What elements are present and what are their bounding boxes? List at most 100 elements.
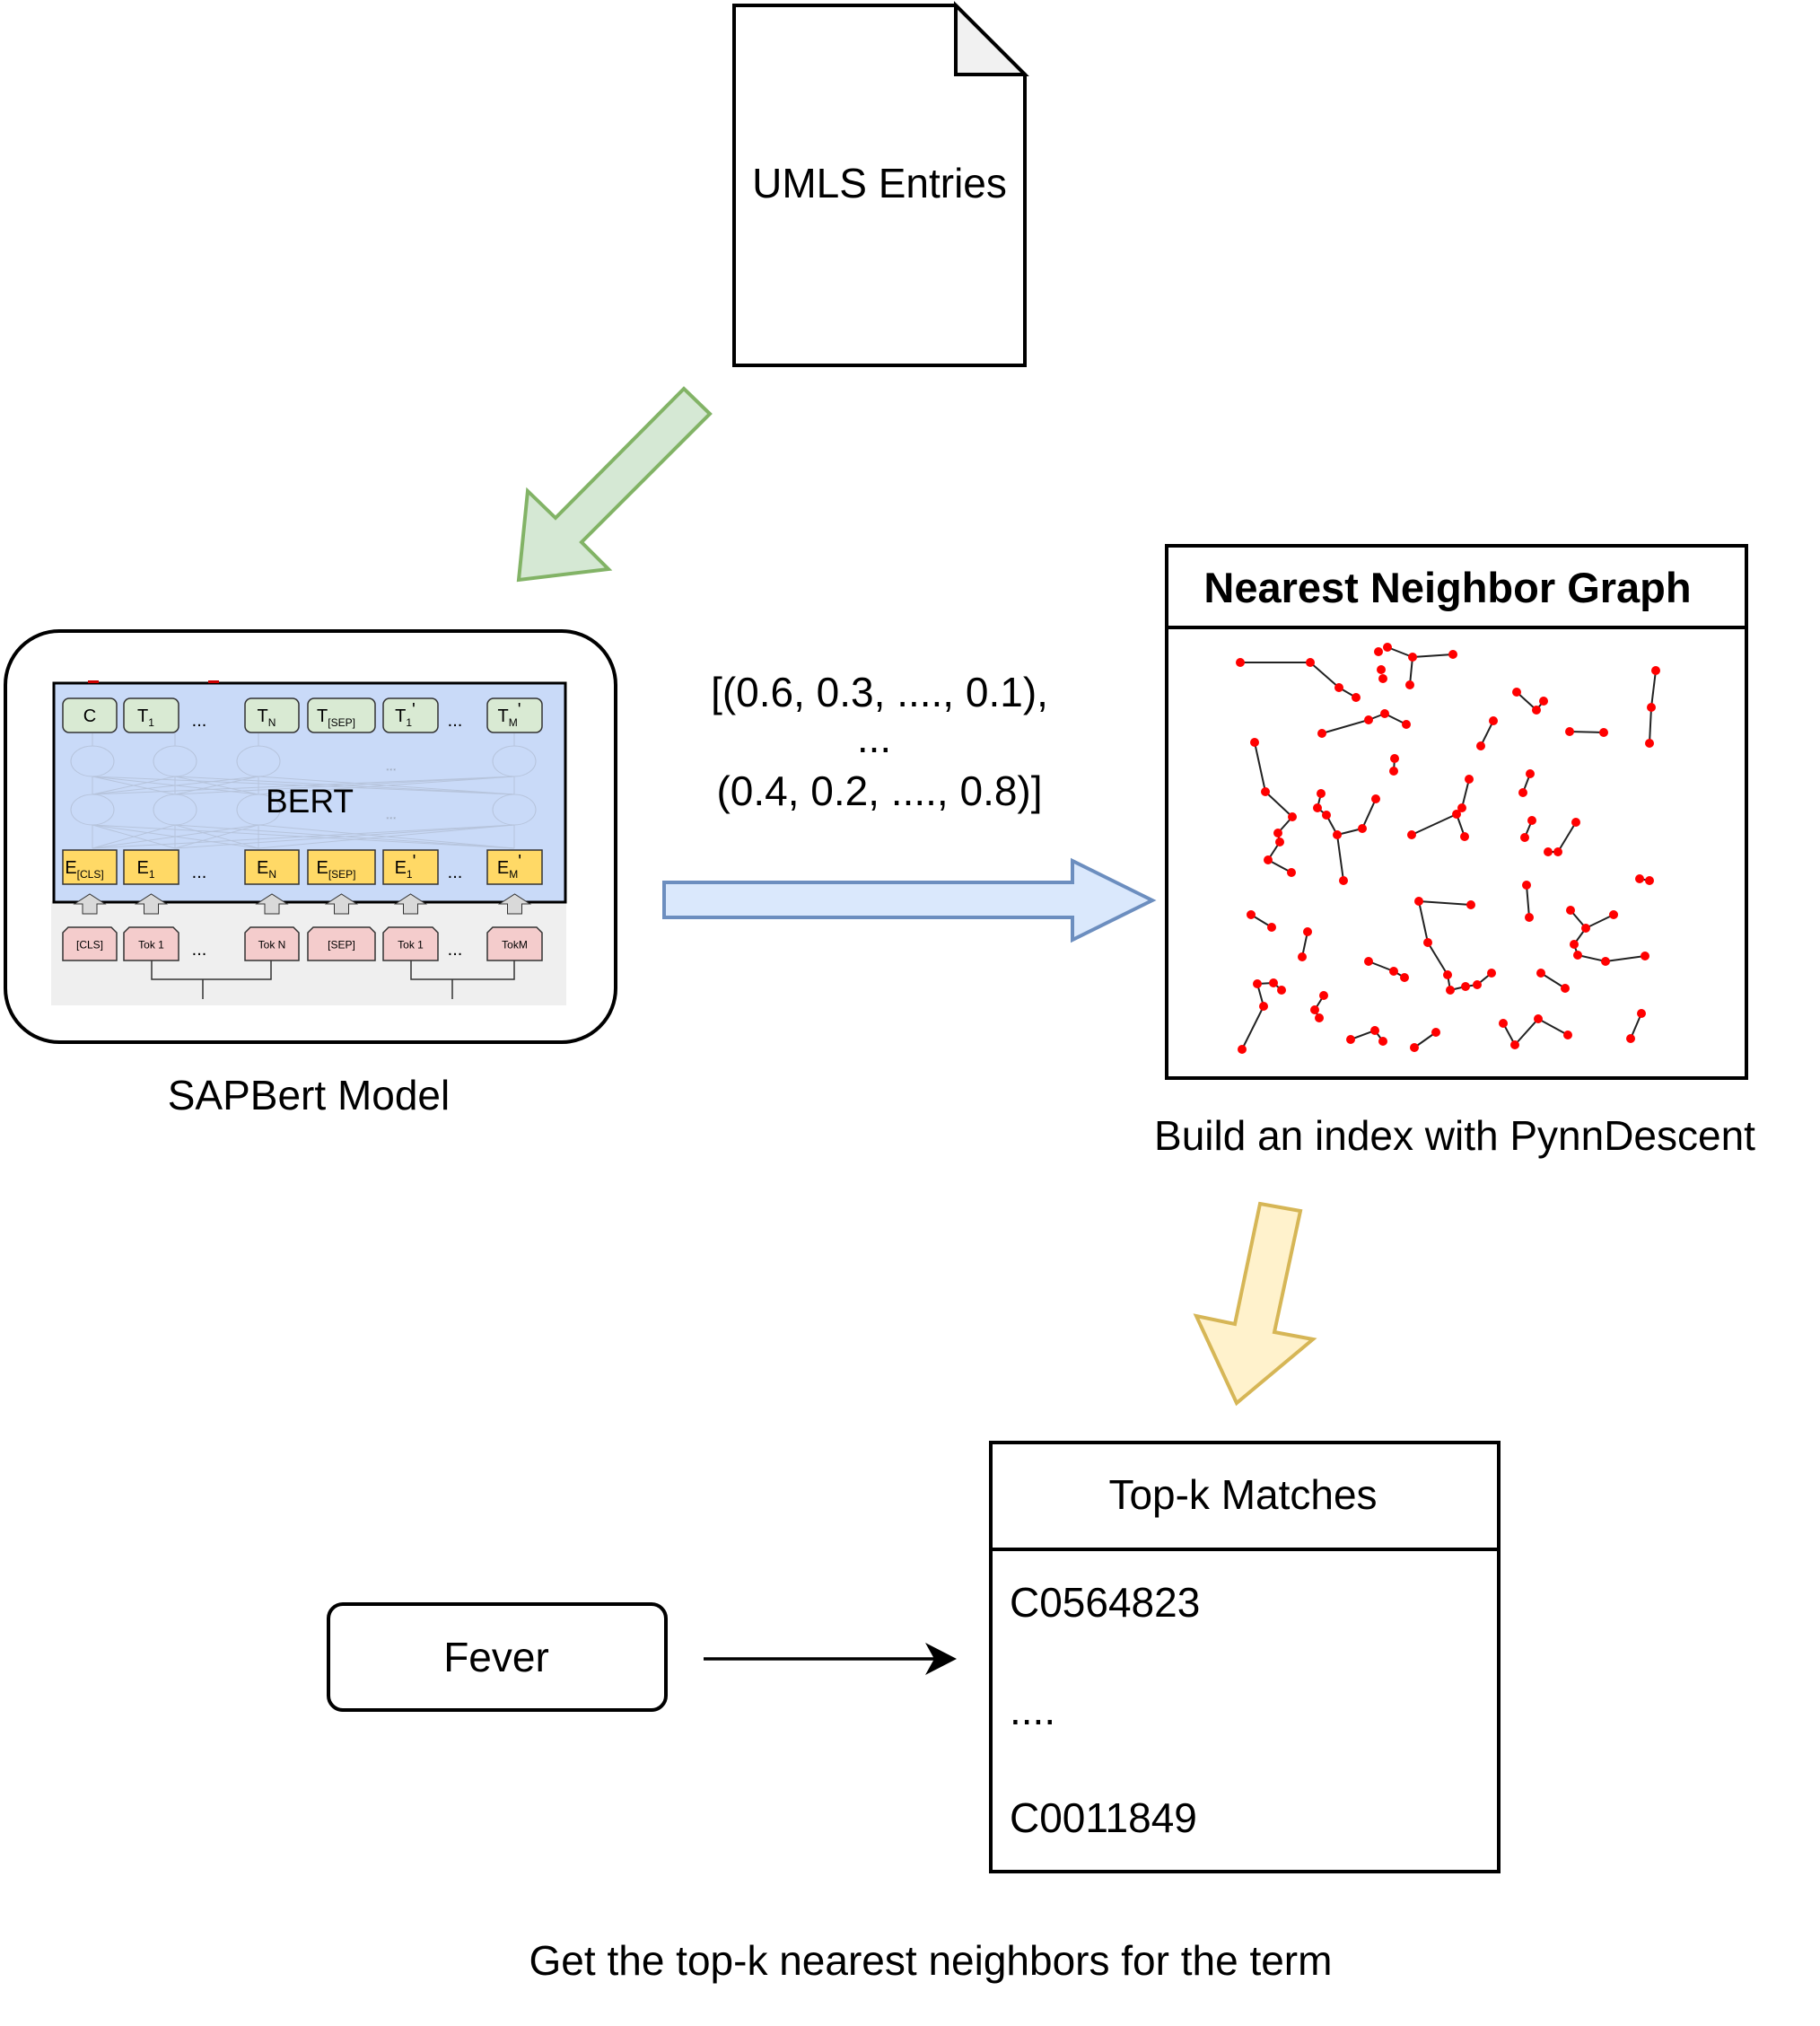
graph-node: [1408, 653, 1417, 662]
bert-output-token: TN: [244, 697, 300, 733]
graph-node: [1539, 697, 1548, 706]
topk-item[interactable]: C0564823: [1010, 1579, 1200, 1626]
graph-node: [1383, 643, 1392, 652]
graph-edge: [1321, 719, 1369, 734]
bert-input-token-label: TokM: [502, 939, 528, 952]
graph-node: [1247, 910, 1256, 919]
graph-node: [1410, 1043, 1419, 1052]
graph-node: [1487, 969, 1496, 978]
graph-node: [1414, 897, 1423, 906]
graph-node: [1581, 924, 1590, 933]
graph-edge: [1254, 741, 1266, 793]
graph-edge: [1418, 900, 1472, 906]
graph-node: [1306, 658, 1315, 667]
graph-node: [1313, 803, 1322, 812]
graph-node: [1358, 824, 1367, 833]
bert-embedding: EM': [486, 849, 543, 885]
up-arrow-icon: [497, 893, 532, 915]
graph-node: [1647, 703, 1656, 712]
graph-node: [1264, 855, 1273, 864]
graph-edge: [1537, 1018, 1569, 1036]
up-arrow-icon: [324, 893, 359, 915]
graph-nodes: [1236, 643, 1660, 1054]
graph-node: [1317, 789, 1326, 798]
bert-input-token: Tok N: [244, 926, 300, 961]
graph-node: [1510, 1040, 1519, 1049]
graph-node: [1565, 727, 1574, 736]
graph-node: [1518, 788, 1527, 797]
graph-node: [1315, 1013, 1324, 1022]
graph-node: [1637, 1009, 1646, 1018]
topk-title: Top-k Matches: [1108, 1471, 1377, 1518]
graph-node: [1423, 938, 1432, 947]
graph-edge: [1557, 821, 1577, 853]
graph-node: [1319, 991, 1328, 1000]
graph-node: [1370, 1026, 1379, 1035]
graph-edge: [1387, 646, 1413, 658]
sapbert-caption: SAPBert Model: [168, 1072, 450, 1118]
bert-connection: [174, 776, 259, 795]
document-icon: [732, 4, 1027, 367]
graph-node: [1457, 803, 1466, 812]
fever-box[interactable]: [327, 1602, 668, 1712]
bert-output-token-label: C: [83, 706, 96, 726]
graph-node: [1339, 876, 1348, 885]
graph-node: [1561, 984, 1570, 993]
bert-input-token-label: [SEP]: [328, 939, 355, 952]
nearest-neighbor-graph: Nearest Neighbor Graph: [1165, 544, 1748, 1080]
up-arrow-icon: [73, 893, 107, 915]
graph-edge: [1630, 1013, 1642, 1039]
graph-node: [1645, 739, 1654, 748]
bert-connection: [174, 824, 515, 849]
topk-item[interactable]: C0011849: [1010, 1794, 1197, 1841]
graph-title: Nearest Neighbor Graph: [1203, 564, 1691, 611]
graph-node: [1563, 1031, 1572, 1039]
graph-node: [1371, 794, 1380, 803]
graph-node: [1364, 715, 1373, 724]
graph-node: [1389, 967, 1398, 976]
graph-node: [1446, 986, 1455, 995]
footer-caption: Get the top-k nearest neighbors for the …: [529, 1937, 1333, 1984]
output-ellipsis: ...: [448, 711, 463, 731]
bert-output-token: T1: [123, 697, 179, 733]
graph-node: [1448, 650, 1457, 659]
graph-node: [1536, 969, 1545, 978]
graph-node: [1317, 729, 1326, 738]
bert-input-token: [CLS]: [62, 926, 118, 961]
output-ellipsis: ...: [192, 711, 207, 731]
bert-mark: [208, 680, 219, 683]
vector-line-1: [(0.6, 0.3, ...., 0.1),: [711, 669, 1048, 715]
graph-node: [1443, 970, 1452, 979]
up-arrow-icon: [393, 893, 428, 915]
bert-input-token-label: Tok 1: [138, 939, 164, 952]
arrow-query-to-topk: [704, 1643, 957, 1675]
graph-node: [1532, 706, 1541, 715]
bert-embedding-label: E[SEP]: [316, 858, 355, 881]
graph-node: [1333, 830, 1342, 839]
graph-node: [1250, 738, 1259, 747]
query-term-box[interactable]: Fever: [327, 1602, 668, 1712]
graph-node: [1390, 754, 1399, 763]
graph-node: [1288, 812, 1297, 821]
graph-node: [1352, 693, 1361, 702]
graph-node: [1534, 1014, 1543, 1023]
graph-node: [1520, 833, 1529, 842]
bert-input-arrows: [73, 893, 532, 915]
graph-node: [1407, 830, 1416, 839]
graph-node: [1499, 1019, 1508, 1028]
bert-embedding: E[SEP]: [307, 849, 376, 885]
graph-edge: [1526, 884, 1530, 918]
segment-bracket-b: [410, 960, 515, 999]
graph-node: [1402, 720, 1411, 729]
graph-node: [1525, 913, 1534, 922]
graph-edge: [1264, 791, 1293, 818]
graph-node: [1645, 876, 1654, 885]
graph-node: [1378, 674, 1387, 683]
bert-connection: [92, 776, 176, 795]
arrow-umls-to-sapbert: [516, 386, 713, 583]
bert-connection: [174, 824, 259, 849]
